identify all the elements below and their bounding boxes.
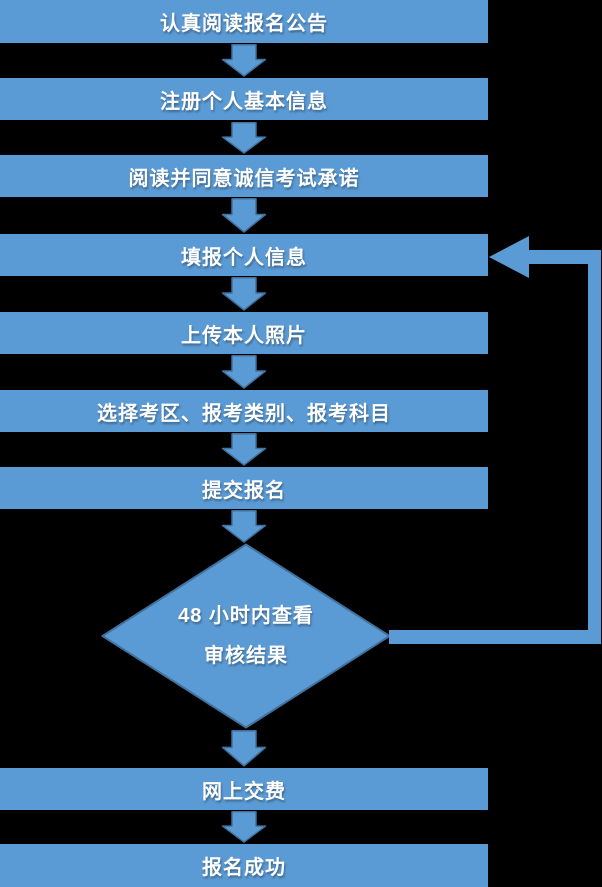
flow-step-upload-photo: 上传本人照片 <box>0 312 488 354</box>
flow-step-label: 选择考区、报考类别、报考科目 <box>97 402 391 425</box>
flow-step-register-basic-info: 注册个人基本信息 <box>0 78 488 120</box>
down-arrow-icon <box>221 510 267 543</box>
flow-step-label: 报名成功 <box>202 857 286 879</box>
down-arrow-icon <box>221 433 267 466</box>
flow-step-label: 阅读并同意诚信考试承诺 <box>128 167 360 190</box>
decision-check-review-result: 48 小时内查看 审核结果 <box>101 543 391 729</box>
flow-step-registration-success: 报名成功 <box>0 844 488 887</box>
flow-step-label: 填报个人信息 <box>181 246 307 269</box>
decision-label: 48 小时内查看 审核结果 <box>101 543 391 729</box>
down-arrow-icon <box>221 122 267 154</box>
diamond-shape <box>101 543 391 729</box>
loop-arrowhead-icon <box>489 236 529 278</box>
down-arrow-icon <box>221 355 267 389</box>
flow-step-integrity-pledge: 阅读并同意诚信考试承诺 <box>0 155 488 197</box>
loop-line-bottom <box>389 630 601 644</box>
down-arrow-icon <box>221 198 267 233</box>
down-arrow-icon <box>221 730 267 767</box>
down-arrow-icon <box>221 277 267 311</box>
flow-step-label: 认真阅读报名公告 <box>160 13 328 35</box>
decision-label-line2: 审核结果 <box>204 645 288 667</box>
flow-step-fill-personal-info: 填报个人信息 <box>0 234 488 276</box>
down-arrow-icon <box>221 811 267 843</box>
flow-step-label: 注册个人基本信息 <box>160 90 328 113</box>
flow-step-submit-registration: 提交报名 <box>0 467 488 509</box>
decision-label-line1: 48 小时内查看 <box>178 605 314 627</box>
down-arrow-icon <box>221 44 267 77</box>
flow-step-read-announcement: 认真阅读报名公告 <box>0 0 488 43</box>
flow-step-label: 上传本人照片 <box>181 324 307 347</box>
flow-step-label: 提交报名 <box>202 479 286 502</box>
loop-line-top <box>529 250 601 264</box>
flow-step-label: 网上交费 <box>202 780 286 803</box>
flow-step-pay-online: 网上交费 <box>0 768 488 810</box>
loop-line-vertical <box>588 250 601 644</box>
flow-step-select-exam-options: 选择考区、报考类别、报考科目 <box>0 390 488 432</box>
